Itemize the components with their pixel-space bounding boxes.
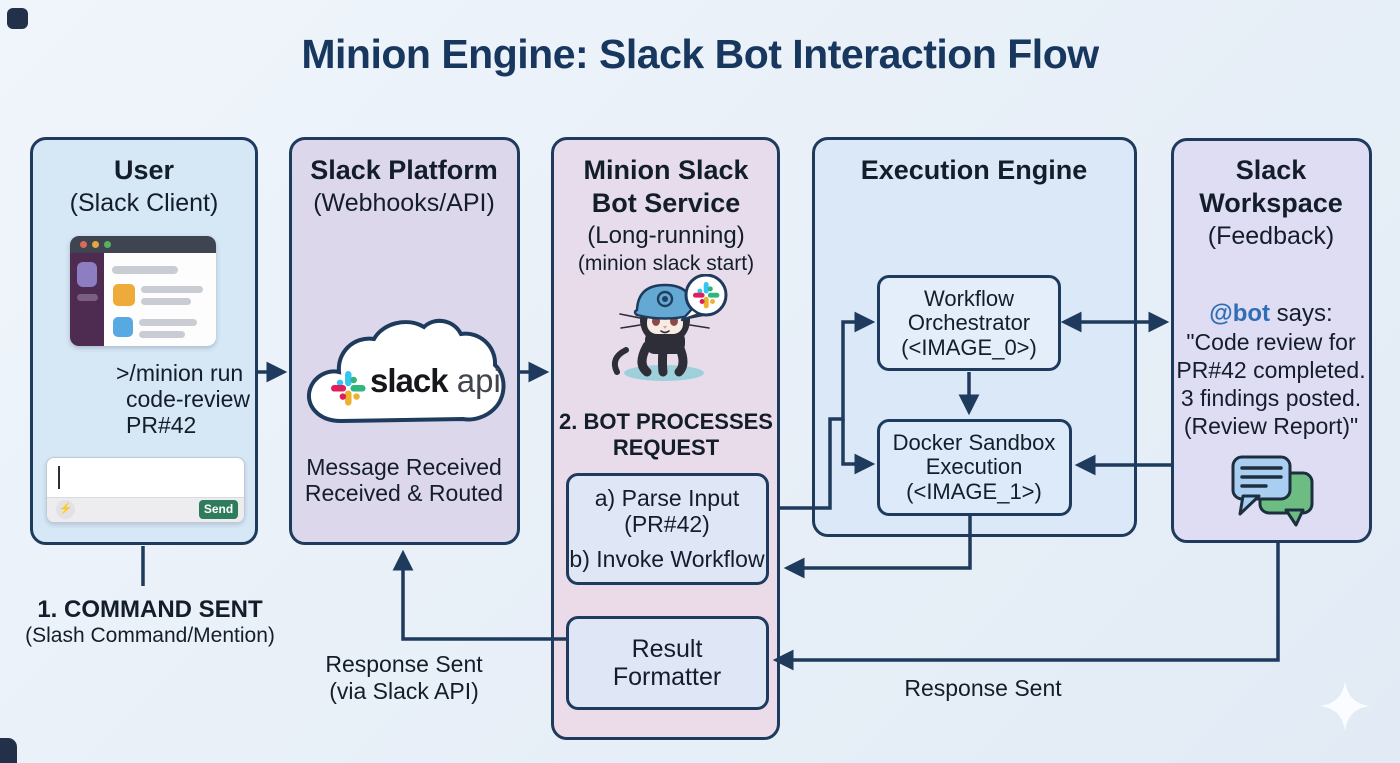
traffic-light-green-icon — [104, 241, 111, 248]
arrow-formatter-to-platform — [392, 549, 566, 641]
says-text: says: — [1270, 300, 1333, 327]
workflow-orchestrator-box — [877, 275, 1061, 371]
platform-status-1: Message Received — [306, 454, 502, 480]
result-formatter-line2: Formatter — [612, 663, 722, 691]
platform-status-2: Received & Routed — [304, 480, 504, 506]
command-line-1: >/minion run — [116, 360, 244, 386]
sidebar-tile — [77, 262, 97, 287]
orchestrator-line3: (<IMAGE_0>) — [901, 335, 1037, 360]
bot-message-2: PR#42 completed. — [1176, 357, 1366, 383]
workspace-title-1: Slack — [1235, 155, 1307, 185]
result-formatter-line1: Result — [631, 635, 703, 663]
user-subtitle: (Slack Client) — [69, 189, 219, 217]
workspace-subtitle: (Feedback) — [1207, 222, 1335, 250]
orchestrator-line2: Orchestrator — [907, 310, 1031, 335]
platform-title: Slack Platform — [310, 155, 498, 185]
window-titlebar — [70, 236, 216, 253]
response-sent-left-2: (via Slack API) — [329, 678, 479, 704]
bot-message-3: 3 findings posted. — [1180, 385, 1362, 411]
invoke-workflow-line: b) Invoke Workflow — [569, 546, 765, 572]
docker-sandbox-box — [877, 419, 1072, 516]
traffic-light-yellow-icon — [92, 241, 99, 248]
response-sent-right: Response Sent — [904, 675, 1062, 701]
sidebar-pill — [77, 294, 98, 301]
parse-input-line2: (PR#42) — [624, 511, 710, 537]
text-cursor — [58, 466, 60, 489]
parse-invoke-box — [566, 473, 769, 585]
corner-accent-bottom-left — [0, 738, 17, 763]
speech-bubble-icon — [680, 274, 728, 322]
slack-client-mockup — [70, 236, 216, 346]
cloud-icon — [306, 318, 506, 424]
bot-step-1: 2. BOT PROCESSES — [559, 409, 773, 434]
message-bar — [139, 331, 185, 338]
command-line-3: PR#42 — [126, 412, 197, 438]
workspace-title-2: Workspace — [1199, 188, 1343, 218]
lightning-icon: ⚡ — [56, 500, 75, 519]
platform-subtitle: (Webhooks/API) — [313, 189, 495, 217]
bot-says-line: @bot says: — [1209, 300, 1332, 328]
page-title: Minion Engine: Slack Bot Interaction Flo… — [301, 31, 1099, 77]
bot-title-2: Bot Service — [591, 188, 741, 218]
bot-handle: @bot — [1209, 300, 1271, 327]
bot-step-2: REQUEST — [612, 435, 720, 460]
message-bar — [112, 266, 178, 274]
message-avatar-orange — [113, 284, 135, 306]
arrow-response-to-formatter — [772, 543, 1280, 671]
bot-title-1: Minion Slack — [583, 155, 749, 185]
caption-command-sent: 1. COMMAND SENT — [37, 596, 263, 623]
bot-message-1: "Code review for — [1186, 329, 1356, 355]
cloud-brand-text: slack api — [370, 362, 501, 400]
traffic-light-red-icon — [80, 241, 87, 248]
message-bar — [139, 319, 197, 326]
message-bar — [141, 286, 203, 293]
result-formatter-box — [566, 616, 769, 710]
engine-title: Execution Engine — [860, 155, 1088, 185]
chat-bubbles-icon — [1231, 455, 1314, 527]
message-avatar-blue — [113, 317, 133, 337]
parse-input-line: a) Parse Input — [594, 485, 740, 511]
command-line-2: code-review — [126, 386, 250, 412]
slack-wordmark: slack — [370, 362, 449, 399]
response-sent-left-1: Response Sent — [325, 651, 483, 677]
bot-subtitle-2: (minion slack start) — [577, 252, 755, 275]
corner-accent-top-left — [7, 8, 28, 29]
send-button: Send — [199, 500, 238, 519]
bot-message-4: (Review Report)" — [1183, 413, 1359, 439]
message-bar — [141, 298, 191, 305]
docker-line3: (<IMAGE_1>) — [906, 479, 1042, 504]
caption-command-sub: (Slash Command/Mention) — [25, 624, 275, 647]
orchestrator-line1: Workflow — [923, 286, 1015, 311]
bot-subtitle-1: (Long-running) — [587, 222, 745, 249]
docker-line2: Execution — [925, 454, 1023, 479]
message-input-mockup: ⚡ Send — [46, 457, 245, 523]
user-title: User — [113, 155, 175, 185]
octocat-icon — [611, 274, 728, 381]
api-wordmark: api — [456, 362, 501, 399]
sparkle-icon — [1320, 681, 1370, 731]
docker-line1: Docker Sandbox — [892, 430, 1056, 455]
slack-logo-icon — [331, 371, 366, 406]
